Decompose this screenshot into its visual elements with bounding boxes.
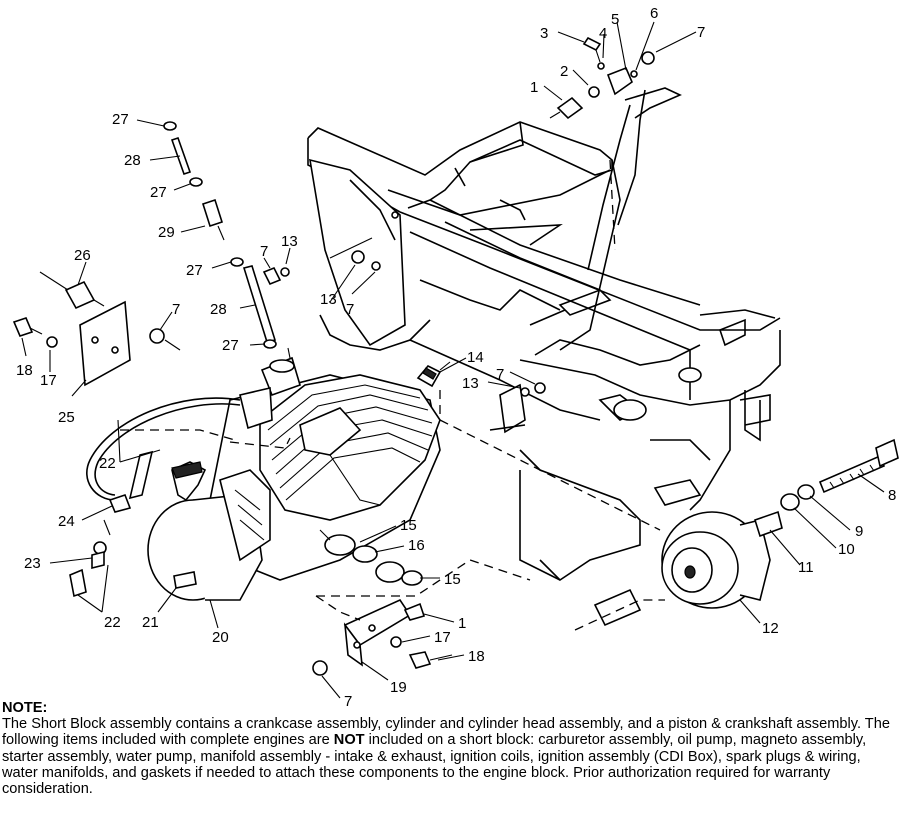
callout-7: 7 [260,243,268,260]
callout-7: 7 [172,301,180,318]
callout-17: 17 [434,629,451,646]
oil-line-22 [69,397,241,598]
callout-2: 2 [560,63,568,80]
callout-1: 1 [530,79,538,96]
callout-13: 13 [320,291,337,308]
callout-28: 28 [210,301,227,318]
callout-13: 13 [462,375,479,392]
callout-27: 27 [222,337,239,354]
note-section: NOTE: The Short Block assembly contains … [2,700,898,797]
callout-9: 9 [855,523,863,540]
mount-bracket-right [489,382,546,434]
callout-29: 29 [158,224,175,241]
callout-14: 14 [467,349,484,366]
callout-8: 8 [888,487,896,504]
callout-18: 18 [468,648,485,665]
callout-27: 27 [186,262,203,279]
callout-25: 25 [58,409,75,426]
left-mount-bracket [12,271,181,387]
note-body: The Short Block assembly contains a cran… [2,716,898,797]
callout-27: 27 [150,184,167,201]
callout-7: 7 [346,301,354,318]
callout-23: 23 [24,555,41,572]
callout-7: 7 [697,24,705,41]
callout-15: 15 [400,517,417,534]
leader-lines [21,21,885,699]
callout-10: 10 [838,541,855,558]
note-title: NOTE: [2,700,48,716]
callout-15: 15 [444,571,461,588]
callout-21: 21 [142,614,159,631]
callout-19: 19 [390,679,407,696]
callout-26: 26 [74,247,91,264]
note-text-part-1: The Short Block assembly contains a cran… [2,716,890,749]
callout-5: 5 [611,11,619,28]
callout-11: 11 [798,559,814,576]
callout-20: 20 [212,629,229,646]
drive-clutch-assembly [661,438,899,609]
callout-27: 27 [112,111,129,128]
callout-24: 24 [58,513,75,530]
callout-7: 7 [496,366,504,383]
callout-3: 3 [540,25,548,42]
callout-6: 6 [650,5,658,22]
callout-4: 4 [599,25,607,42]
callout-28: 28 [124,152,141,169]
note-text-part-2: included on a short block: carburetor as… [2,732,867,798]
callout-17: 17 [40,372,57,389]
engine-assembly [147,347,441,601]
callout-22: 22 [104,614,121,631]
note-emphasis: NOT [333,732,365,749]
callout-7: 7 [344,693,352,710]
reference-lines [120,159,665,631]
top-mount-hardware [549,36,655,120]
spark-plug-14 [416,361,451,388]
callout-18: 18 [16,362,33,379]
exploded-parts-diagram: 3 4 5 6 7 2 1 27 28 27 29 7 13 27 13 7 2… [12,5,899,710]
callout-16: 16 [408,537,425,554]
callout-13: 13 [281,233,298,250]
callout-1: 1 [458,615,466,632]
part-callouts: 3 4 5 6 7 2 1 27 28 27 29 7 13 27 13 7 2… [16,5,896,710]
callout-22: 22 [99,455,116,472]
callout-12: 12 [762,620,779,637]
